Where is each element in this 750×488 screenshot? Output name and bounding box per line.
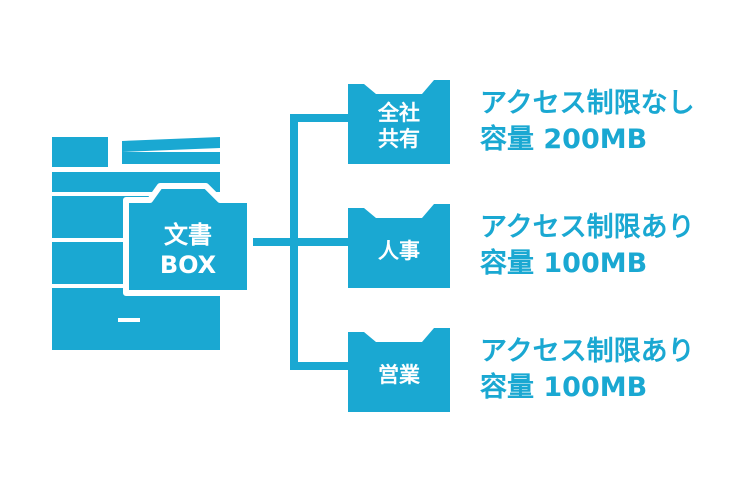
folder-label-all-company: 全社 共有: [350, 100, 448, 152]
document-box-folder-icon: [123, 183, 253, 296]
connector-lines: [250, 114, 348, 370]
capacity-text: 容量 100MB: [480, 248, 648, 279]
document-box-label: 文書 BOX: [142, 220, 234, 280]
folder-label-hr: 人事: [350, 238, 448, 264]
folder-label-line1: 人事: [378, 239, 420, 263]
folder-label-sales: 営業: [350, 362, 448, 388]
document-box-line2: BOX: [159, 251, 217, 279]
folder-label-line1: 営業: [378, 363, 420, 387]
folder-description: アクセス制限あり 容量 100MB: [480, 334, 695, 406]
folder-icon: [348, 204, 450, 288]
folder-label-line2: 共有: [378, 127, 420, 151]
capacity-text: 容量 200MB: [480, 124, 648, 155]
folder-icon: [348, 328, 450, 412]
access-restriction-text: アクセス制限あり: [480, 212, 695, 243]
access-restriction-text: アクセス制限なし: [480, 88, 695, 119]
folder-description: アクセス制限なし 容量 200MB: [480, 86, 695, 158]
folder-icon: [348, 80, 450, 164]
document-box-line1: 文書: [164, 221, 212, 249]
capacity-text: 容量 100MB: [480, 372, 648, 403]
access-restriction-text: アクセス制限あり: [480, 336, 695, 367]
folder-description: アクセス制限あり 容量 100MB: [480, 210, 695, 282]
folder-label-line1: 全社: [378, 101, 420, 125]
